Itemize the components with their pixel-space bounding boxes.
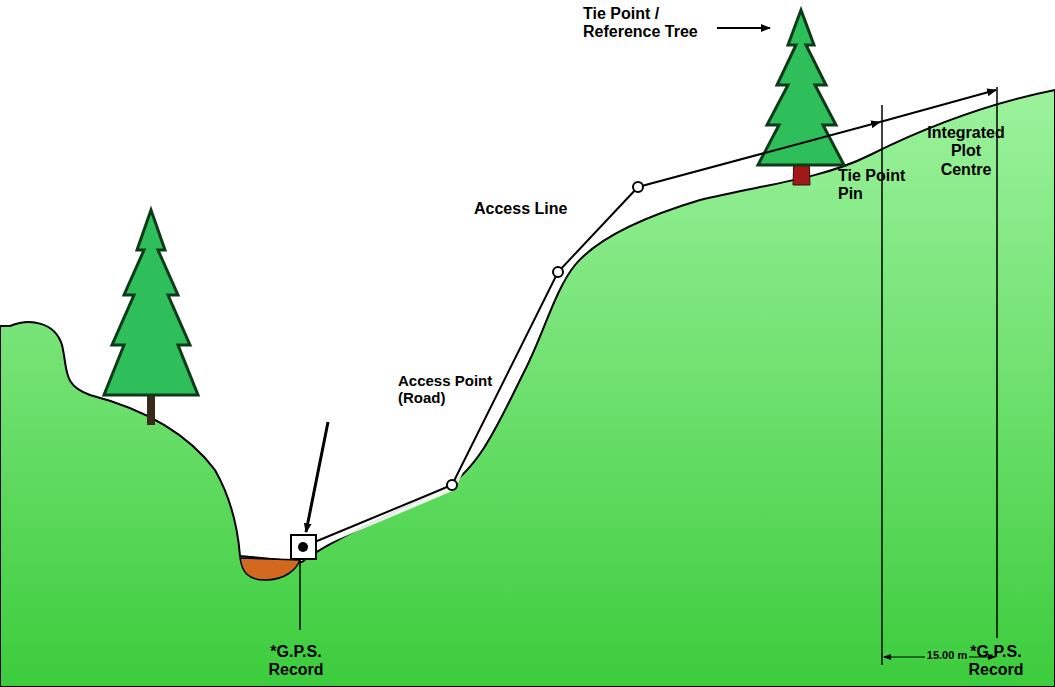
plot-centre-label: Integrated Plot Centre bbox=[924, 124, 1008, 179]
tree-left bbox=[104, 210, 198, 425]
terrain bbox=[0, 90, 1055, 687]
road bbox=[240, 558, 300, 580]
access-line bbox=[305, 187, 638, 546]
gps-label: *G.P.S. Record bbox=[950, 643, 1042, 680]
access-line-label: Access Line bbox=[474, 200, 584, 218]
reference-tree bbox=[758, 10, 844, 185]
gps-label: *G.P.S. Record bbox=[250, 643, 342, 680]
access-point-box bbox=[291, 535, 316, 559]
access-point-label: Access Point (Road) bbox=[398, 372, 506, 407]
tie-pin-label: Tie Point Pin bbox=[838, 167, 930, 204]
tree-label: Tie Point / Reference Tree bbox=[583, 5, 708, 42]
